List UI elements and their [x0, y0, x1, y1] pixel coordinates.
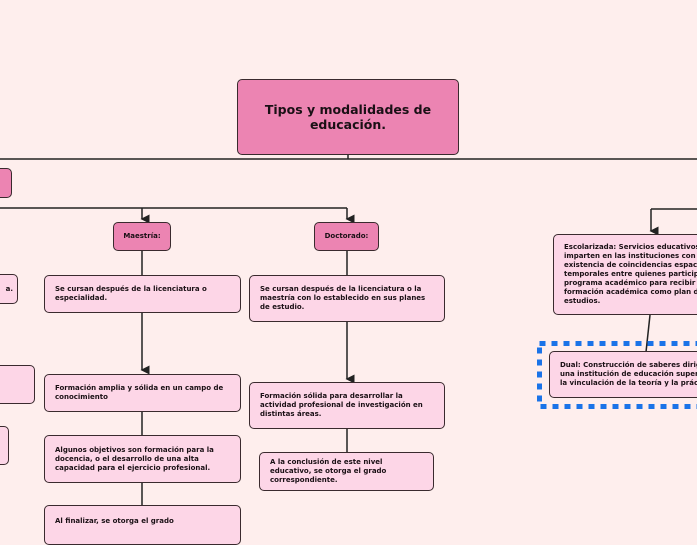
- escolarizada-node[interactable]: Escolarizada: Servicios educativos impar…: [553, 234, 697, 315]
- maestria-item-2[interactable]: Formación amplia y sólida en un campo de…: [44, 374, 241, 412]
- doctorado-label: Doctorado:: [325, 232, 369, 241]
- left-partial-item-3[interactable]: [0, 426, 9, 465]
- left-partial-node[interactable]: [0, 168, 12, 198]
- node-text: Algunos objetivos son formación para la …: [55, 446, 230, 473]
- node-text: Dual: Construcción de saberes dirig una …: [560, 361, 697, 388]
- main-topic-text: Tipos y modalidades de educación.: [248, 102, 448, 132]
- node-text: A la conclusión de este nivel educativo,…: [270, 458, 423, 485]
- doctorado-node[interactable]: Doctorado:: [314, 222, 379, 251]
- left-partial-item-2[interactable]: [0, 365, 35, 404]
- node-text: Formación sólida para desarrollar la act…: [260, 392, 434, 419]
- left-partial-item-1[interactable]: a.: [0, 274, 18, 304]
- maestria-item-4[interactable]: Al finalizar, se otorga el grado: [44, 505, 241, 545]
- maestria-node[interactable]: Maestría:: [113, 222, 171, 251]
- node-text: Escolarizada: Servicios educativos impar…: [564, 243, 697, 306]
- node-text: Se cursan después de la licenciatura o l…: [260, 285, 434, 312]
- node-text: a.: [6, 285, 13, 294]
- node-text: Se cursan después de la licenciatura o e…: [55, 285, 230, 303]
- maestria-item-1[interactable]: Se cursan después de la licenciatura o e…: [44, 275, 241, 313]
- node-text: Al finalizar, se otorga el grado: [55, 517, 174, 526]
- doctorado-item-3[interactable]: A la conclusión de este nivel educativo,…: [259, 452, 434, 491]
- main-topic-node[interactable]: Tipos y modalidades de educación.: [237, 79, 459, 155]
- maestria-item-3[interactable]: Algunos objetivos son formación para la …: [44, 435, 241, 483]
- doctorado-item-2[interactable]: Formación sólida para desarrollar la act…: [249, 382, 445, 429]
- dual-node[interactable]: Dual: Construcción de saberes dirig una …: [549, 351, 697, 398]
- maestria-label: Maestría:: [123, 232, 160, 241]
- doctorado-item-1[interactable]: Se cursan después de la licenciatura o l…: [249, 275, 445, 322]
- node-text: Formación amplia y sólida en un campo de…: [55, 384, 230, 402]
